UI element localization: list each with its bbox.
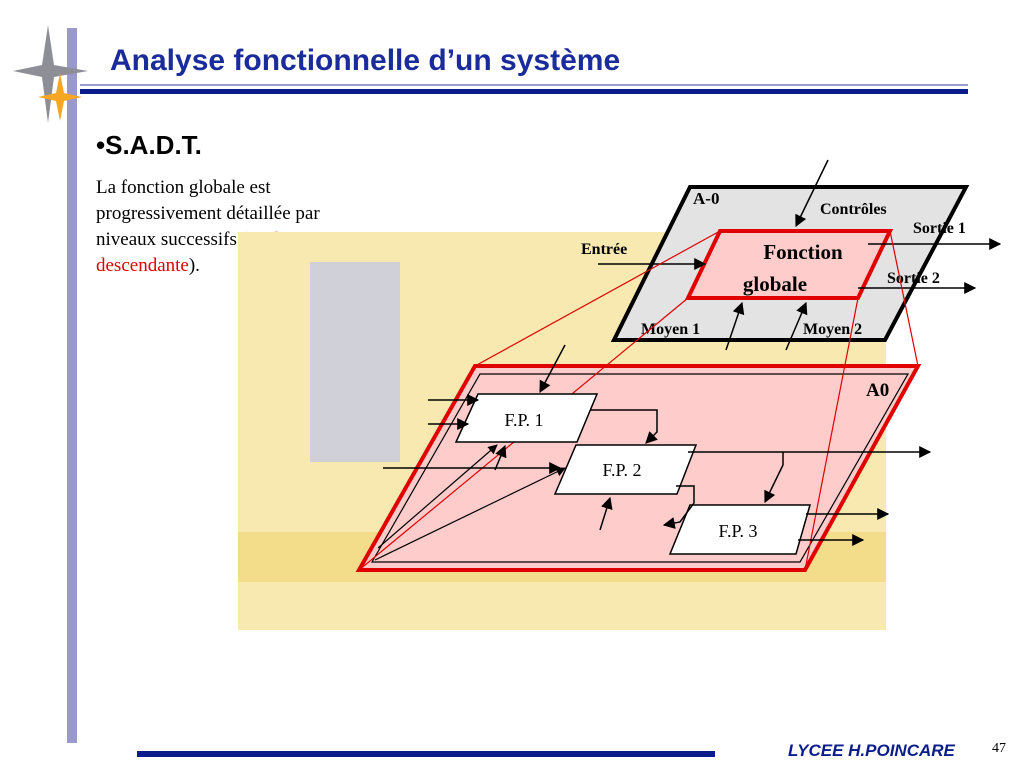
title-underline — [80, 89, 968, 94]
projection-line-2 — [889, 230, 919, 367]
footer-rule — [137, 751, 715, 757]
a-0-label: A-0 — [693, 189, 719, 208]
projection-line-1 — [474, 230, 721, 367]
fp2-to-fp3-control-arrow — [764, 452, 784, 504]
fp3-label: F.P. 3 — [718, 521, 757, 541]
a0-inner-frame — [370, 373, 910, 563]
fp3-box — [668, 504, 811, 555]
mechanism1-arrow — [725, 301, 745, 351]
fp1-to-fp2-arrow — [590, 409, 658, 444]
inner-diagonal-2 — [377, 444, 498, 549]
footer-school: LYCEE H.POINCARE — [788, 741, 955, 760]
title-underline-light — [80, 84, 968, 86]
control-arrow — [795, 159, 829, 228]
fp2-to-fp3-arrow — [662, 485, 695, 529]
page-number: 47 — [992, 741, 1006, 756]
description-part-1: La fonction globale est progressivement … — [96, 177, 320, 250]
mechanism2-arrow — [785, 301, 808, 351]
mechanism2-label: Moyen 2 — [803, 321, 862, 338]
fp2-label: F.P. 2 — [602, 460, 641, 480]
fp1-control-arrow — [539, 344, 566, 394]
description-part-2: ). — [188, 255, 200, 276]
fp1-label: F.P. 1 — [504, 410, 543, 430]
output1-label: Sortie 1 — [913, 220, 966, 237]
output2-label: Sortie 2 — [887, 270, 940, 287]
inner-diagonal-1 — [374, 467, 566, 561]
a0-label: A0 — [866, 380, 889, 401]
input-label: Entrée — [581, 241, 627, 258]
control-label: Contrôles — [820, 201, 887, 218]
projection-line-4 — [804, 297, 859, 571]
fp2-mechanism-arrow — [599, 496, 613, 531]
photo-panel — [310, 262, 400, 462]
bullet-heading: •S.A.D.T. — [96, 130, 202, 160]
fp2-box — [553, 444, 698, 495]
fp1-mechanism-arrow — [494, 444, 507, 471]
fonction-label-line2: globale — [743, 272, 807, 296]
star-logo-icon — [13, 25, 88, 123]
page-title: Analyse fonctionnelle d’un système — [110, 44, 621, 77]
fonction-label-line1: Fonction — [763, 240, 843, 264]
left-accent-bar — [67, 28, 77, 743]
